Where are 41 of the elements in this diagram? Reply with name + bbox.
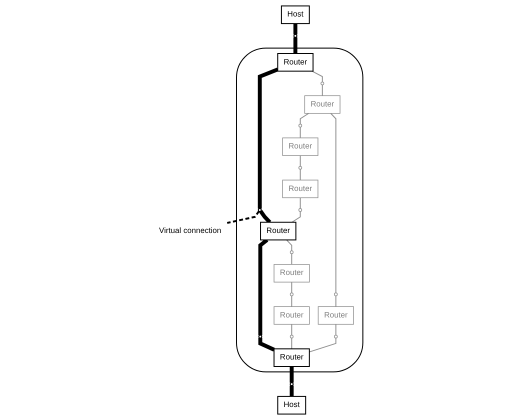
node-circle (258, 208, 262, 212)
connector (286, 239, 292, 252)
node-circle (290, 250, 294, 254)
node-circle (298, 124, 302, 128)
node-circle (258, 334, 262, 339)
connector (312, 70, 323, 82)
node-circle (334, 334, 338, 338)
connector (291, 295, 292, 308)
connector (258, 238, 268, 336)
node-circle (290, 382, 294, 386)
connector (290, 366, 294, 383)
connector (290, 386, 294, 396)
connector (308, 338, 336, 352)
connector (293, 24, 298, 34)
node-circle (293, 34, 298, 38)
connector (300, 112, 310, 125)
connector (293, 37, 298, 54)
connector (258, 338, 275, 352)
connector (291, 324, 292, 336)
node-circle (290, 334, 294, 338)
connector (291, 338, 292, 350)
node-circle (290, 292, 294, 296)
connector (291, 282, 292, 294)
connector (330, 112, 336, 294)
node-circle (298, 208, 302, 212)
node-circle (320, 82, 324, 86)
node-circle (298, 166, 302, 170)
cluster (236, 48, 364, 372)
connector (335, 295, 336, 308)
connector (291, 253, 292, 265)
connector (300, 197, 301, 210)
connector (300, 155, 301, 167)
node-circle (334, 292, 338, 296)
connector (300, 126, 301, 138)
connector (322, 84, 323, 96)
connector (259, 210, 272, 224)
connector (258, 68, 278, 209)
connector (291, 210, 301, 223)
connector (300, 168, 301, 181)
connector (335, 324, 336, 336)
connector (226, 210, 260, 224)
